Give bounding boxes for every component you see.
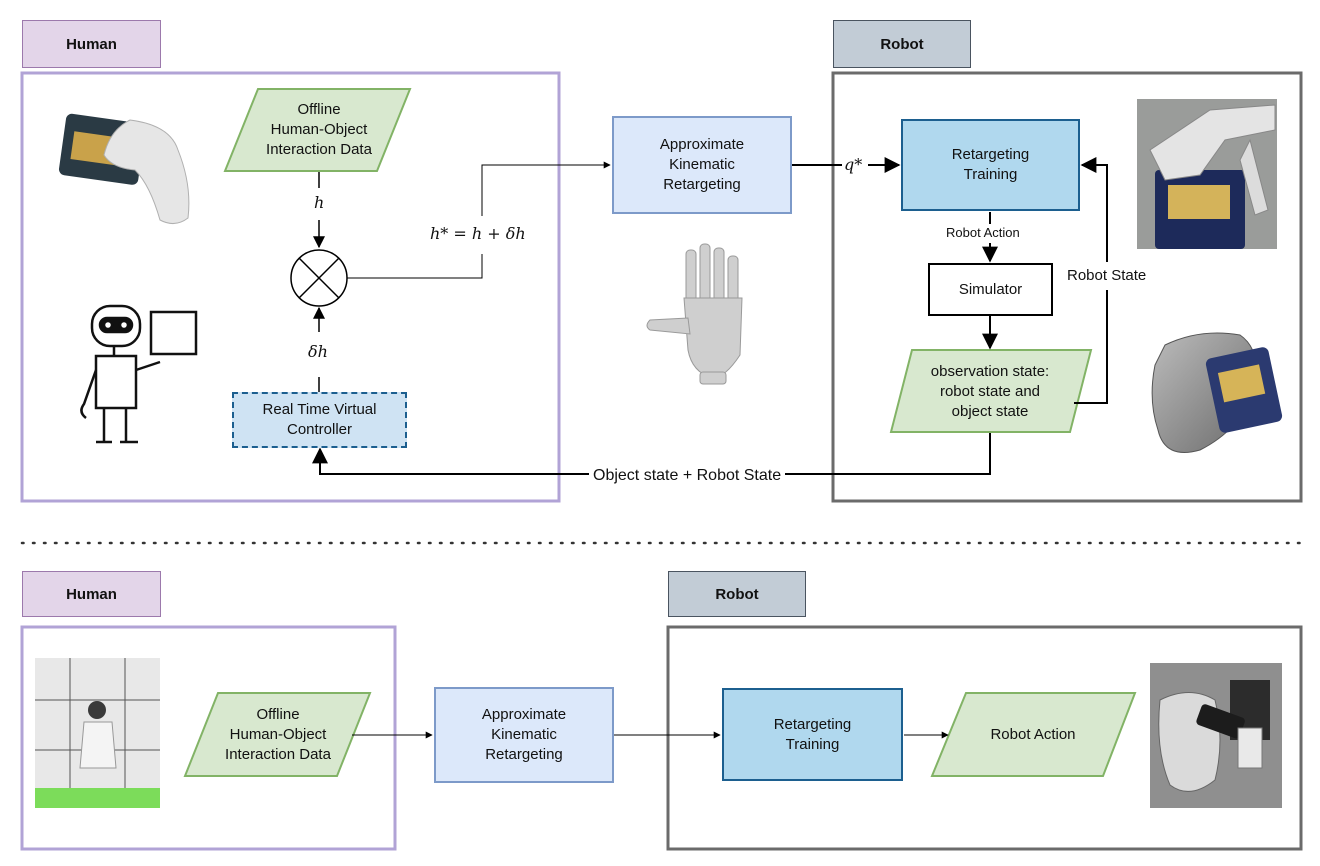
offline-data-shape-top	[223, 88, 412, 172]
h-label: h	[314, 193, 325, 212]
mocap-human-photo	[35, 658, 160, 808]
h-star-label: h* = h + δh	[430, 224, 526, 243]
feedback-edge-label: Object state + Robot State	[589, 467, 786, 485]
edge-robotstate-training	[1080, 157, 1108, 262]
simulator-node: Simulator	[928, 263, 1053, 316]
robot-panel-top	[831, 71, 1303, 503]
virtual-controller-node: Real Time Virtual Controller	[232, 392, 407, 448]
robot-state-edge-label: Robot State	[1067, 267, 1147, 284]
edge-multiply-hstar	[347, 254, 483, 279]
offline-data-shape-bottom	[183, 692, 372, 777]
delta-h-label: δh	[308, 342, 328, 361]
edge-hstar-approx	[481, 161, 611, 216]
robot-tag-bottom: Robot	[668, 571, 806, 617]
real-robot-hand-photo	[1150, 663, 1282, 808]
approx-retargeting-node-top: Approximate Kinematic Retargeting	[612, 116, 792, 214]
offline-data-label-bottom: Offline Human-Object Interaction Data	[225, 705, 331, 763]
human-hand-can-image	[58, 113, 190, 224]
robot-cartoon-image	[80, 304, 198, 444]
edge-observation-robotstate	[1074, 290, 1108, 404]
retargeting-training-node-top: Retargeting Training	[901, 119, 1080, 211]
retargeting-training-node-bottom: Retargeting Training	[722, 688, 903, 781]
multiply-node	[290, 249, 348, 307]
robot-action-shape-bottom	[930, 692, 1137, 777]
robotic-hand-image	[646, 243, 743, 385]
robot-action-label-bottom: Robot Action	[990, 725, 1076, 743]
approx-retargeting-node-bottom: Approximate Kinematic Retargeting	[434, 687, 614, 783]
observation-state-shape	[889, 349, 1093, 433]
human-panel-top	[20, 71, 561, 503]
q-star-label: q*	[844, 155, 863, 174]
observation-state-label: observation state: robot state and objec…	[930, 363, 1050, 420]
offline-data-label-top: Offline Human-Object Interaction Data	[266, 101, 372, 158]
robot-tag-top: Robot	[833, 20, 971, 68]
robot-panel-bottom	[666, 625, 1303, 851]
robot-action-edge-label: Robot Action	[946, 225, 1020, 240]
human-tag-bottom: Human	[22, 571, 161, 617]
human-panel-bottom	[20, 625, 397, 851]
human-tag-top: Human	[22, 20, 161, 68]
robot-hand-can-render	[1151, 332, 1283, 453]
robot-hand-can-photo	[1137, 99, 1277, 249]
